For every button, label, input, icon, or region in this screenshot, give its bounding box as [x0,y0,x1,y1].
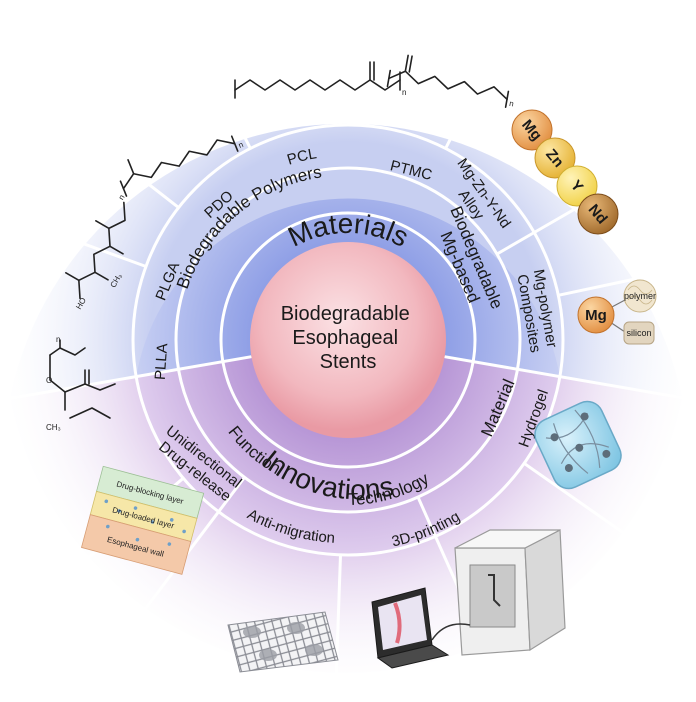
divider-main-right [444,355,696,402]
pdo-n: n [237,140,245,150]
plla-n: n [56,335,60,344]
ptmc-n: n [509,99,515,109]
pcl-text: PCL [285,145,318,169]
mg-ball [511,109,553,151]
center-title: Biodegradable Esophageal Stents [281,303,416,373]
divider-main-left [0,355,252,402]
pcl-n: n [402,88,406,97]
y-ball [556,165,598,207]
esophageal-wall-layer [80,514,192,575]
hydrogel-illustration [534,400,622,490]
alloy-balls: Mg Zn Y Nd [511,109,619,235]
plla-label: PLLA [152,343,172,381]
mg-composite: Mg polymer silicon [577,279,657,345]
innovations-middle-band [136,340,560,555]
divider-outer-materials-2 [183,18,252,150]
divider-outer-materials-4 [444,18,513,150]
divider-outer-innovations-0 [523,462,644,548]
pdo-structure: n [119,135,245,197]
plla-o: O [46,376,52,385]
laptop-illustration [371,587,471,669]
drug-layers-illustration: Drug-blocking layer Drug-loaded layer Es… [80,465,205,575]
divider-outer-innovations-2 [333,554,342,700]
nd-ball [577,193,619,235]
polymer-label: polymer [624,291,656,301]
ring-border-outer [131,123,565,557]
divider-technology-material [416,496,437,538]
divider-function-technology [217,476,246,513]
composite-mg-label: Mg [585,307,607,324]
divider-outer-materials-1 [63,117,180,209]
zn-ball [534,137,576,179]
ring-border-mid [174,166,522,514]
composite-mg-ball [577,296,615,334]
pcl-structure: n [234,61,406,99]
silicon-block [623,321,655,345]
center-circle [250,242,446,438]
divider-polymers-mg [496,231,535,256]
plla-ch3: CH₃ [46,423,61,432]
polymer-blob [623,279,657,313]
divider-outer-materials-3 [334,0,342,126]
divider-outer-materials-0 [9,215,147,268]
center-line-2: Esophageal [292,327,398,349]
plla-structure: n O CH₃ [46,335,116,432]
stent-mesh-illustration [227,611,339,673]
silicon-label: silicon [626,328,651,338]
divider-outer-materials-6 [557,264,696,297]
pcl-label: PCL [285,145,318,169]
printer-illustration [454,529,566,656]
center-line-1: Biodegradable [281,303,410,325]
ptmc-structure: n [386,54,515,109]
plga-n: n [117,193,127,201]
ring-border-inner [219,211,477,469]
center-line-3: Stents [320,351,377,373]
